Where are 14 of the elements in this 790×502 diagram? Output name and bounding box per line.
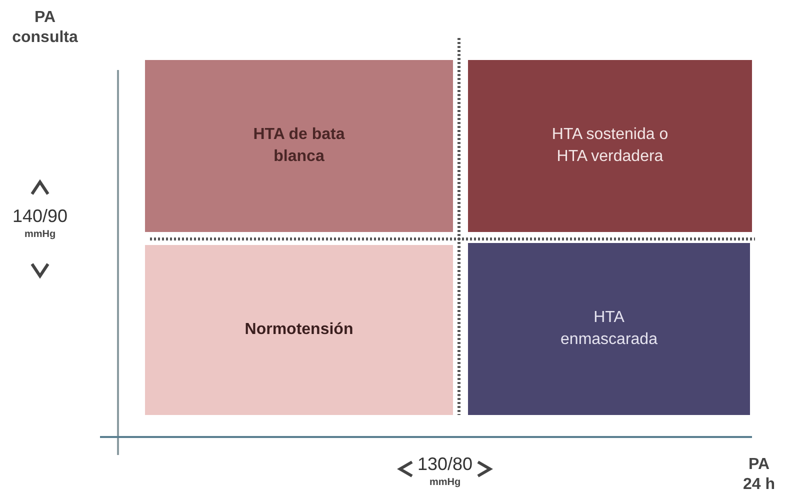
- axis-label: 140/90: [11, 205, 69, 227]
- quadrant-box: [468, 243, 750, 415]
- quadrant-label: HTA de bata blanca: [252, 125, 346, 167]
- axis-label: PA consulta: [11, 8, 79, 48]
- quadrant-box: [145, 245, 453, 415]
- axis-label: PA 24 h: [742, 455, 776, 495]
- quadrant-box: [468, 60, 752, 232]
- unit-label: mmHg: [428, 476, 462, 490]
- quadrant-label: Normotensión: [244, 320, 354, 340]
- unit-label: mmHg: [23, 228, 57, 242]
- quadrant-label: HTA enmascarada: [560, 308, 658, 350]
- quadrant-label: HTA sostenida o HTA verdadera: [550, 125, 670, 167]
- axis-label: 130/80: [416, 453, 474, 475]
- quadrant-box: [145, 60, 453, 232]
